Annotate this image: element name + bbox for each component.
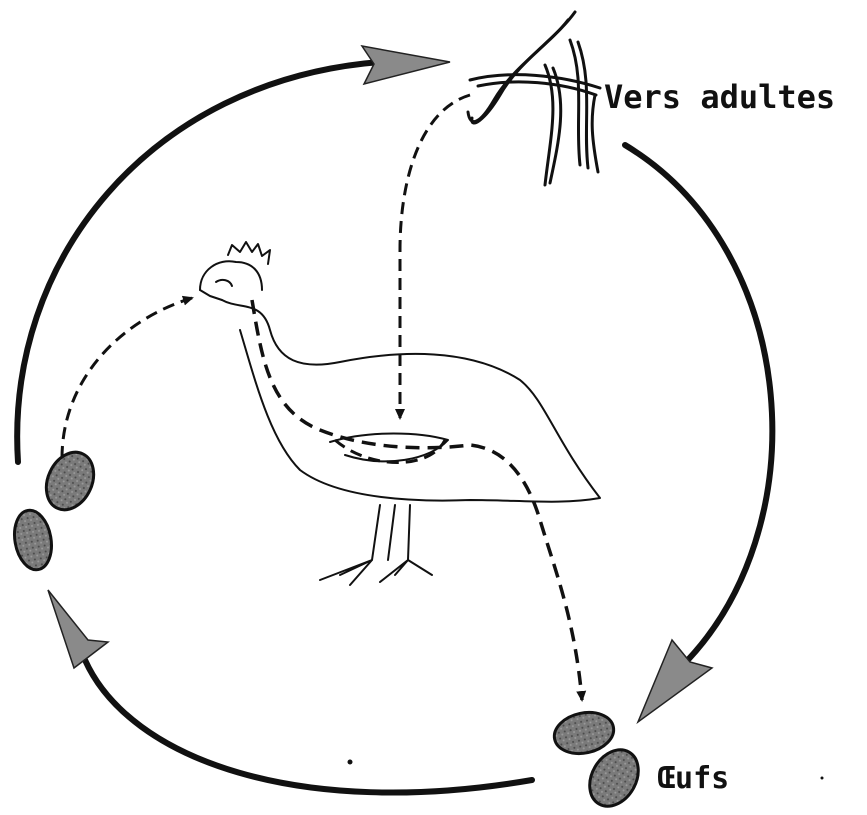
eggs-to-beak-dashed-arrow bbox=[62, 298, 192, 458]
adult-worms-illustration bbox=[468, 12, 600, 185]
cycle-arrowhead-bottom-left bbox=[48, 590, 108, 668]
egg-left-upper bbox=[37, 445, 102, 518]
egg-bottom-right-upper bbox=[550, 707, 617, 759]
cycle-arc-right bbox=[625, 145, 772, 668]
speck-mark bbox=[348, 760, 353, 765]
egg-left-lower bbox=[10, 507, 56, 572]
cycle-arrowhead-top bbox=[362, 46, 450, 84]
intestine-loop-dashed bbox=[335, 440, 445, 463]
cycle-arrowhead-right bbox=[638, 640, 712, 722]
adult-worms-label: Vers adultes bbox=[604, 78, 835, 116]
eggs-label: Œufs bbox=[657, 761, 729, 796]
speck-mark bbox=[821, 777, 824, 780]
cycle-arc-left-top bbox=[17, 62, 380, 462]
cycle-arc-bottom bbox=[85, 660, 532, 793]
worms-to-bird-dashed-arrow bbox=[400, 95, 470, 418]
